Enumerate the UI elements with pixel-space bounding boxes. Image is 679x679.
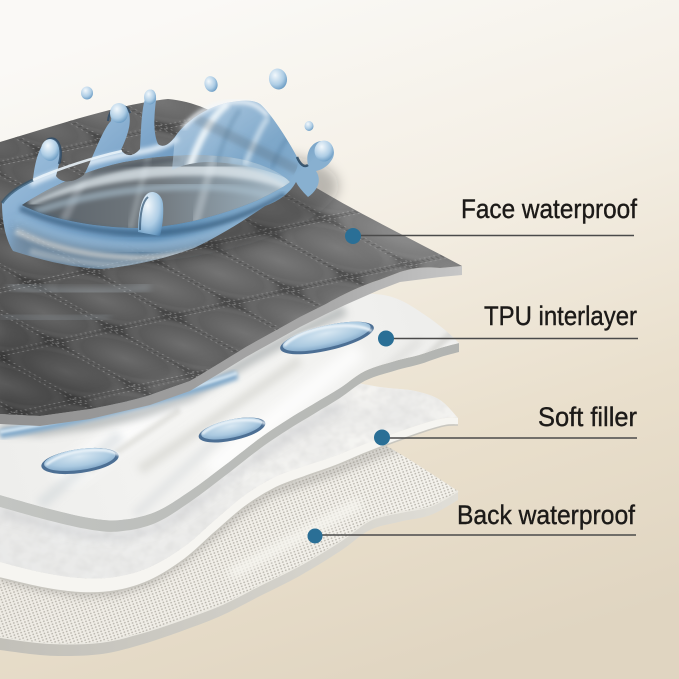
svg-text:TPU interlayer: TPU interlayer [484, 301, 637, 331]
svg-text:Back waterproof: Back waterproof [457, 500, 636, 530]
svg-text:Soft filler: Soft filler [538, 402, 637, 432]
svg-text:Face waterproof: Face waterproof [461, 194, 638, 224]
